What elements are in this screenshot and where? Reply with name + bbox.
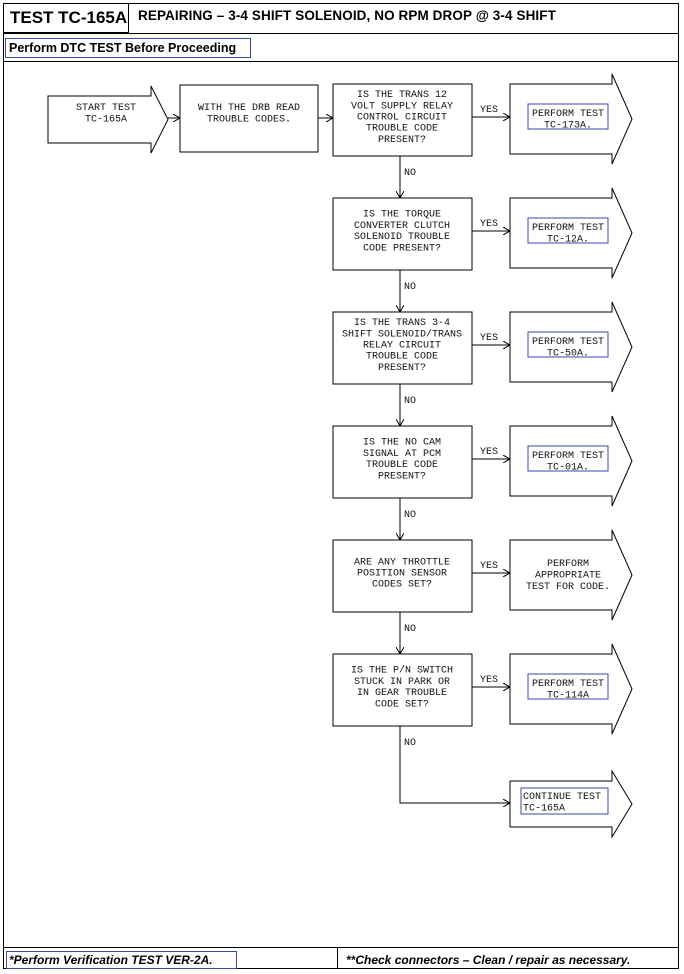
decision-box <box>332 425 473 499</box>
footer-divider <box>3 947 679 948</box>
step-read-codes-box <box>179 84 319 153</box>
yes-label: YES <box>480 447 498 458</box>
yes-label: YES <box>480 219 498 230</box>
result-shape <box>509 643 633 735</box>
test-id: TEST TC-165A <box>3 3 129 33</box>
start-test-shape <box>47 85 169 154</box>
page-frame <box>3 3 679 969</box>
result-shape <box>509 415 633 507</box>
result-shape <box>509 301 633 393</box>
footer-separator <box>337 947 338 969</box>
page-title: REPAIRING – 3-4 SHIFT SOLENOID, NO RPM D… <box>138 8 556 23</box>
prerequisite-link[interactable]: Perform DTC TEST Before Proceeding <box>5 38 251 58</box>
result-shape <box>509 73 633 165</box>
header-divider <box>3 33 679 34</box>
result-link[interactable] <box>527 331 609 358</box>
continue-test-link[interactable] <box>520 787 609 815</box>
yes-label: YES <box>480 561 498 572</box>
verification-link[interactable]: *Perform Verification TEST VER-2A. <box>6 951 237 969</box>
result-link[interactable] <box>527 445 609 472</box>
no-label: NO <box>404 168 416 179</box>
result-shape <box>509 187 633 279</box>
decision-box <box>332 653 473 727</box>
no-label: NO <box>404 624 416 635</box>
yes-label: YES <box>480 105 498 116</box>
result-link[interactable] <box>527 673 609 700</box>
no-label: NO <box>404 738 416 749</box>
no-label: NO <box>404 282 416 293</box>
decision-box <box>332 83 473 157</box>
result-shape <box>509 529 633 621</box>
no-label: NO <box>404 396 416 407</box>
result-link[interactable] <box>527 217 609 244</box>
result-link[interactable] <box>527 103 609 130</box>
yes-label: YES <box>480 675 498 686</box>
decision-box <box>332 539 473 613</box>
footer-note: **Check connectors – Clean / repair as n… <box>346 953 631 967</box>
subheader-divider <box>3 61 679 62</box>
no-label: NO <box>404 510 416 521</box>
yes-label: YES <box>480 333 498 344</box>
no-connector <box>399 726 510 803</box>
decision-box <box>332 311 473 385</box>
decision-box <box>332 197 473 271</box>
